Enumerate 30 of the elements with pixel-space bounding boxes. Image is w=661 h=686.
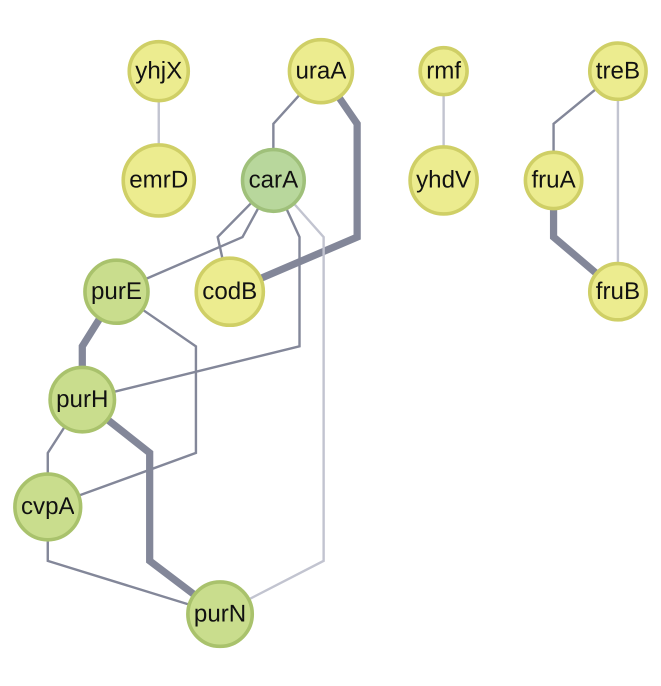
connector xyxy=(113,208,301,394)
connector xyxy=(46,540,190,606)
connector xyxy=(616,99,620,264)
node-circle: purH xyxy=(48,366,116,434)
connector xyxy=(46,426,66,474)
node-circle: purE xyxy=(83,258,150,326)
node-circle: purN xyxy=(186,580,254,648)
connector xyxy=(552,88,597,152)
node-circle: yhdV xyxy=(408,145,479,216)
node-circle: rmf xyxy=(418,46,469,96)
connector xyxy=(78,316,103,368)
connector xyxy=(259,95,361,282)
node-circle: yhjX xyxy=(127,40,190,102)
node-circle: fruA xyxy=(524,150,584,210)
connector xyxy=(144,206,260,280)
connector xyxy=(248,202,325,601)
node-circle: cvpA xyxy=(13,472,82,542)
connector xyxy=(442,94,445,147)
node-circle: treB xyxy=(588,41,648,102)
node-circle: carA xyxy=(240,148,306,214)
node-circle: codB xyxy=(194,256,266,328)
node-circle: uraA xyxy=(288,38,354,104)
node-circle: fruB xyxy=(588,262,648,322)
connector xyxy=(158,100,160,145)
node-circle: emrD xyxy=(121,143,196,218)
connector xyxy=(272,94,301,150)
connector xyxy=(78,308,198,497)
connector xyxy=(105,416,197,598)
connector xyxy=(216,202,253,260)
connector xyxy=(550,208,599,276)
